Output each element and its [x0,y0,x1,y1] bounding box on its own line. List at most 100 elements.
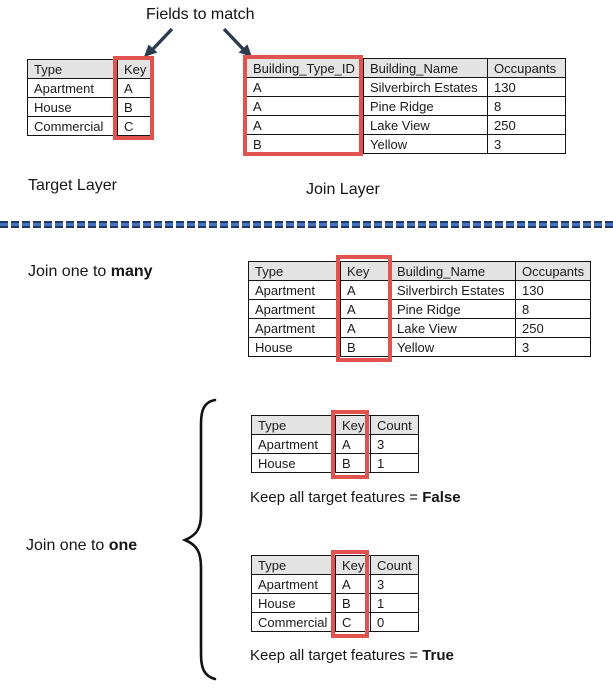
table-cell: B [340,337,391,357]
table-cell: A [340,280,391,300]
table-cell: Apartment [248,299,341,319]
keep-true-caption: Keep all target features = True [250,647,454,664]
column-header: Key [117,59,151,79]
join-one-to-many-label: Join one to many [28,263,153,281]
table-cell: Apartment [248,318,341,338]
table-cell: 250 [487,115,566,135]
table-cell: 0 [370,612,419,632]
table-cell: 8 [487,96,566,116]
table-cell: A [335,434,371,454]
column-header: Count [370,415,419,435]
column-header: Type [251,555,336,575]
keep-true-bold: True [422,647,454,664]
keep-true-text: Keep all target features = [250,647,423,664]
table-cell: Apartment [248,280,341,300]
table-cell: House [248,337,341,357]
table-cell: 3 [487,134,566,154]
column-header: Count [370,555,419,575]
join-one-to-many-text: Join one to [28,263,111,280]
table-cell: 130 [515,280,591,300]
column-header: Building_Name [363,58,488,78]
table-cell: A [246,96,364,116]
table-cell: House [251,453,336,473]
table-cell: A [340,318,391,338]
table-cell: 8 [515,299,591,319]
join-one-to-one-bold: one [108,537,138,554]
keep-false-caption: Keep all target features = False [250,489,461,506]
table-cell: Pine Ridge [363,96,488,116]
arrow-down-left-icon [144,27,174,57]
table-cell: Lake View [390,318,516,338]
column-header: Occupants [515,261,591,281]
table-cell: B [246,134,364,154]
table-cell: 1 [370,453,419,473]
column-header: Occupants [487,58,566,78]
column-header: Key [335,415,371,435]
table-cell: A [246,115,364,135]
table-cell: Lake View [363,115,488,135]
column-header: Building_Name [390,261,516,281]
keep-false-text: Keep all target features = [250,489,423,506]
column-header: Key [335,555,371,575]
table-cell: House [27,97,118,117]
arrow-down-right-icon [222,27,252,57]
table-cell: 3 [370,434,419,454]
table-cell: Apartment [251,574,336,594]
table-cell: Apartment [251,434,336,454]
table-cell: 1 [370,593,419,613]
curly-brace-icon [181,398,217,681]
join-one-to-one-label: Join one to one [26,537,137,555]
table-cell: Silverbirch Estates [390,280,516,300]
table-cell: B [117,97,151,117]
column-header: Type [27,59,118,79]
join-one-to-one-text: Join one to [26,537,109,554]
table-cell: B [335,593,371,613]
column-header: Key [340,261,391,281]
table-cell: 3 [515,337,591,357]
table-cell: 250 [515,318,591,338]
table-cell: A [117,78,151,98]
dashed-divider [0,221,613,228]
table-cell: 130 [487,77,566,97]
table-cell: A [340,299,391,319]
table-cell: C [335,612,371,632]
table-cell: A [246,77,364,97]
table-cell: A [335,574,371,594]
column-header: Type [251,415,336,435]
table-cell: Commercial [251,612,336,632]
column-header: Type [248,261,341,281]
table-cell: Commercial [27,116,118,136]
table-cell: 3 [370,574,419,594]
table-cell: Yellow [390,337,516,357]
join-one-to-many-bold: many [110,263,153,280]
keep-false-bold: False [422,489,461,506]
